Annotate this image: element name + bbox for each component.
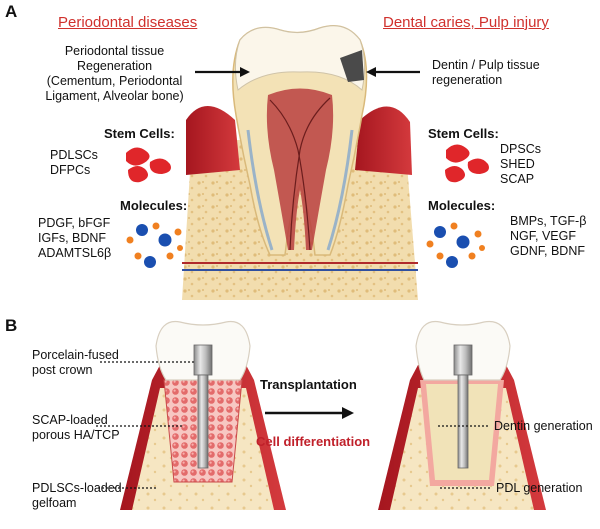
left-molecules-list: PDGF, bFGF IGFs, BDNF ADAMTSL6β xyxy=(38,216,112,260)
right-heading: Dental caries, Pulp injury xyxy=(383,14,549,31)
molecule-icon-right xyxy=(426,222,485,268)
pdl-generation-label: PDL generation xyxy=(496,481,583,495)
left-regen-text: Periodontal tissue Regeneration (Cementu… xyxy=(45,44,184,103)
right-regen-text: Dentin / Pulp tissue regeneration xyxy=(432,58,540,87)
stem-cell-icon-right xyxy=(445,144,489,183)
left-stem-cells-list: PDLSCs DFPCs xyxy=(50,148,98,177)
crown-label: Porcelain-fused post crown xyxy=(32,348,119,377)
dentin-generation-label: Dentin generation xyxy=(494,419,593,433)
scaffold-label: SCAP-loaded porous HA/TCP xyxy=(32,413,120,442)
left-stem-cells-title: Stem Cells: xyxy=(104,126,175,141)
right-stem-cells-list: DPSCs SHED SCAP xyxy=(500,142,541,186)
gelfoam-label: PDLSCs-loaded gelfoam xyxy=(32,481,122,510)
cell-differentiation-label: Cell differentiation xyxy=(256,434,371,449)
right-molecules-list: BMPs, TGF-β NGF, VEGF GDNF, BDNF xyxy=(510,214,587,258)
stem-cell-icon-left xyxy=(126,147,171,183)
right-stem-cells-title: Stem Cells: xyxy=(428,126,499,141)
right-molecules-title: Molecules: xyxy=(428,198,496,213)
transplantation-label: Transplantation xyxy=(260,377,357,392)
panel-a-label: A xyxy=(5,2,18,21)
left-heading: Periodontal diseases xyxy=(58,14,198,31)
molecule-icon-left xyxy=(126,222,183,268)
left-molecules-title: Molecules: xyxy=(120,198,188,213)
panel-b-label: B xyxy=(5,316,18,335)
